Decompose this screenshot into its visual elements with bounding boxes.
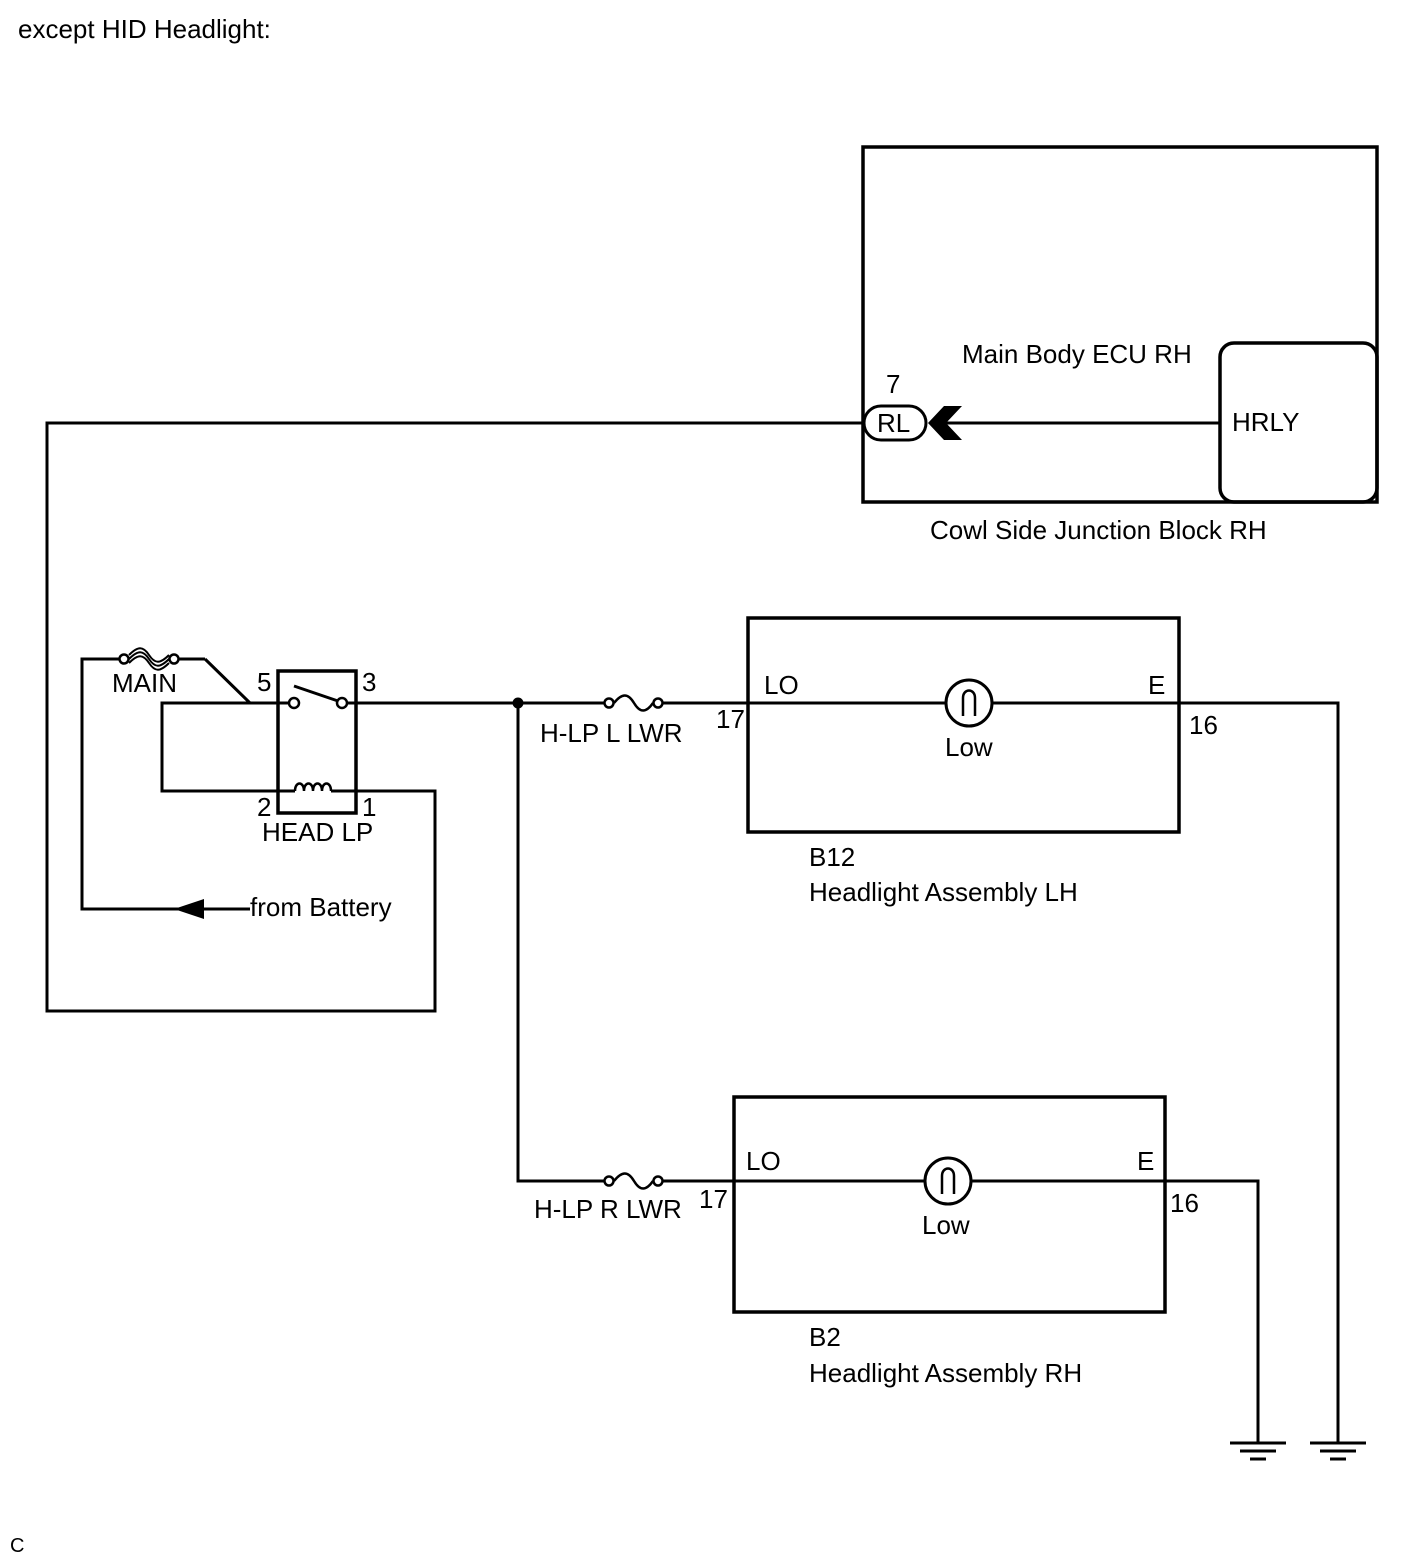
relay-coil-icon	[293, 782, 333, 792]
rh-e-label: E	[1137, 1146, 1154, 1176]
main-fuse-icon	[128, 647, 170, 671]
diagram-title: except HID Headlight:	[18, 14, 271, 44]
ground-rh-icon	[1230, 1441, 1286, 1461]
main-fuse-terminal-left	[118, 653, 130, 665]
lh-name: Headlight Assembly LH	[809, 877, 1078, 907]
rh-lo-label: LO	[746, 1146, 781, 1176]
lh-pin-16: 16	[1189, 710, 1218, 740]
wire-lh-ground	[1179, 701, 1340, 1443]
fuse-r-terminal-right	[652, 1175, 664, 1187]
rh-bulb-label: Low	[922, 1210, 970, 1240]
junction-block-label: Cowl Side Junction Block RH	[930, 515, 1267, 545]
lh-pin-17: 17	[716, 704, 745, 734]
fuse-r-icon	[613, 1172, 655, 1190]
wire-battery-feed	[80, 657, 250, 911]
relay-pin-2: 2	[257, 792, 271, 822]
rh-code: B2	[809, 1322, 841, 1352]
ground-lh-icon	[1310, 1441, 1366, 1461]
battery-arrow-icon	[174, 899, 204, 919]
fuse-l-terminal-left	[603, 697, 615, 709]
headlight-rh-box	[732, 1095, 1167, 1314]
relay-label: HEAD LP	[262, 817, 373, 847]
bulb-lh-icon	[944, 678, 994, 728]
lh-e-label: E	[1148, 670, 1165, 700]
wire-splice-to-fuse-r	[516, 703, 605, 1183]
battery-label: from Battery	[250, 892, 392, 922]
lh-code: B12	[809, 842, 855, 872]
main-fuse-label: MAIN	[112, 668, 177, 698]
fuse-r-label: H-LP R LWR	[534, 1194, 682, 1224]
bulb-rh-filament	[940, 1167, 956, 1194]
hrly-label: HRLY	[1232, 407, 1299, 437]
relay-box	[276, 669, 358, 815]
lh-lo-label: LO	[764, 670, 799, 700]
footer-mark: C	[10, 1535, 24, 1557]
fuse-r-terminal-left	[603, 1175, 615, 1187]
wire-rh-ground	[1165, 1179, 1260, 1443]
main-fuse-terminal-right	[168, 653, 180, 665]
relay-pin-5: 5	[257, 667, 271, 697]
rh-pin-16: 16	[1170, 1188, 1199, 1218]
junction-block-box	[861, 145, 1379, 504]
switch-contact-3	[335, 696, 349, 710]
wire-relay-pin2-loop	[160, 701, 278, 793]
headlight-lh-box	[746, 616, 1181, 834]
switch-contact-5	[287, 696, 301, 710]
rh-pin-17: 17	[699, 1184, 728, 1214]
fuse-l-terminal-right	[652, 697, 664, 709]
bulb-rh-icon	[923, 1156, 973, 1206]
rl-connector-label: RL	[877, 408, 910, 438]
ecu-label: Main Body ECU RH	[962, 339, 1192, 369]
switch-arm	[293, 684, 339, 703]
rh-name: Headlight Assembly RH	[809, 1358, 1082, 1388]
bulb-lh-filament	[961, 689, 977, 716]
connector-chevron-icon	[928, 406, 962, 440]
wire-rl-to-relay	[45, 421, 864, 1013]
fuse-l-label: H-LP L LWR	[540, 718, 683, 748]
lh-bulb-label: Low	[945, 732, 993, 762]
fuse-l-icon	[613, 694, 655, 712]
relay-pin-1: 1	[362, 792, 376, 822]
connector-pin-7: 7	[886, 369, 900, 399]
relay-pin-3: 3	[362, 667, 376, 697]
